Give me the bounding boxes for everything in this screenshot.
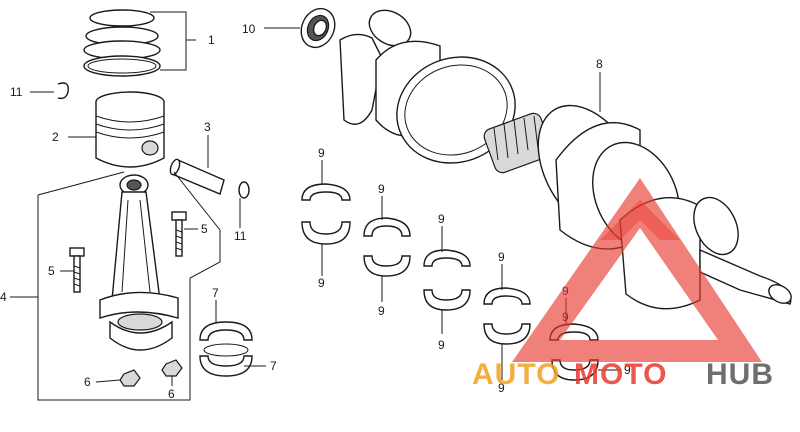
callout-6-left: 6: [84, 375, 91, 389]
callout-8: 8: [596, 57, 603, 71]
watermark-triangle-icon: [512, 178, 762, 362]
callout-labels: 1 2 3 4 5 5 6 6 7 7 8 9 9 9 9 9 9 9 9 9 …: [0, 22, 631, 401]
watermark-auto: AUTO: [472, 358, 560, 391]
callout-4: 4: [0, 290, 7, 304]
callout-9-4b: 9: [498, 381, 505, 395]
callout-1: 1: [208, 33, 215, 47]
callout-7-lower: 7: [270, 359, 277, 373]
rod-bolt-right: [171, 211, 187, 257]
callout-5-left: 5: [48, 264, 55, 278]
piston: [95, 91, 165, 168]
callout-10: 10: [242, 22, 256, 36]
callout-lines-9: [321, 160, 620, 380]
callout-2: 2: [52, 130, 59, 144]
callout-9-3a: 9: [438, 212, 445, 226]
oil-seal: [300, 7, 336, 49]
main-bearing-2: [363, 217, 411, 277]
rod-bearing-upper: [199, 321, 253, 341]
pin-clip-left: [57, 82, 69, 100]
piston-pin: [169, 158, 225, 195]
callout-9-5c: 9: [624, 363, 631, 377]
main-bearing-3: [423, 249, 471, 311]
callout-9-2b: 9: [378, 304, 385, 318]
pin-clip-right: [238, 181, 250, 199]
callout-7-upper: 7: [212, 286, 219, 300]
rod-bolt-left: [69, 247, 85, 293]
callout-line-1: [150, 11, 196, 71]
rod-nut-left: [119, 369, 141, 387]
callout-6-right: 6: [168, 387, 175, 401]
watermark-hub: HUB: [706, 358, 774, 391]
callout-line-6a: [95, 379, 121, 383]
callout-bracket-4: [37, 171, 221, 401]
rod-bearing-lower: [199, 343, 253, 377]
callout-11-right: 11: [234, 229, 247, 243]
rod-nut-right: [161, 359, 183, 377]
piston-rings: [83, 9, 161, 77]
callout-9-4a: 9: [498, 250, 505, 264]
callout-11-left: 11: [10, 85, 23, 99]
connecting-rod: [99, 174, 179, 351]
callout-9-3b: 9: [438, 338, 445, 352]
callout-9-1a: 9: [318, 146, 325, 160]
callout-3: 3: [204, 120, 211, 134]
callout-9-1b: 9: [318, 276, 325, 290]
main-bearing-4: [483, 287, 531, 345]
callout-5-right: 5: [201, 222, 208, 236]
callout-9-2a: 9: [378, 182, 385, 196]
watermark-moto: MOTO: [574, 358, 667, 391]
automotohub-watermark: AUTO MOTO HUB: [472, 178, 774, 391]
main-bearing-1: [301, 183, 351, 245]
